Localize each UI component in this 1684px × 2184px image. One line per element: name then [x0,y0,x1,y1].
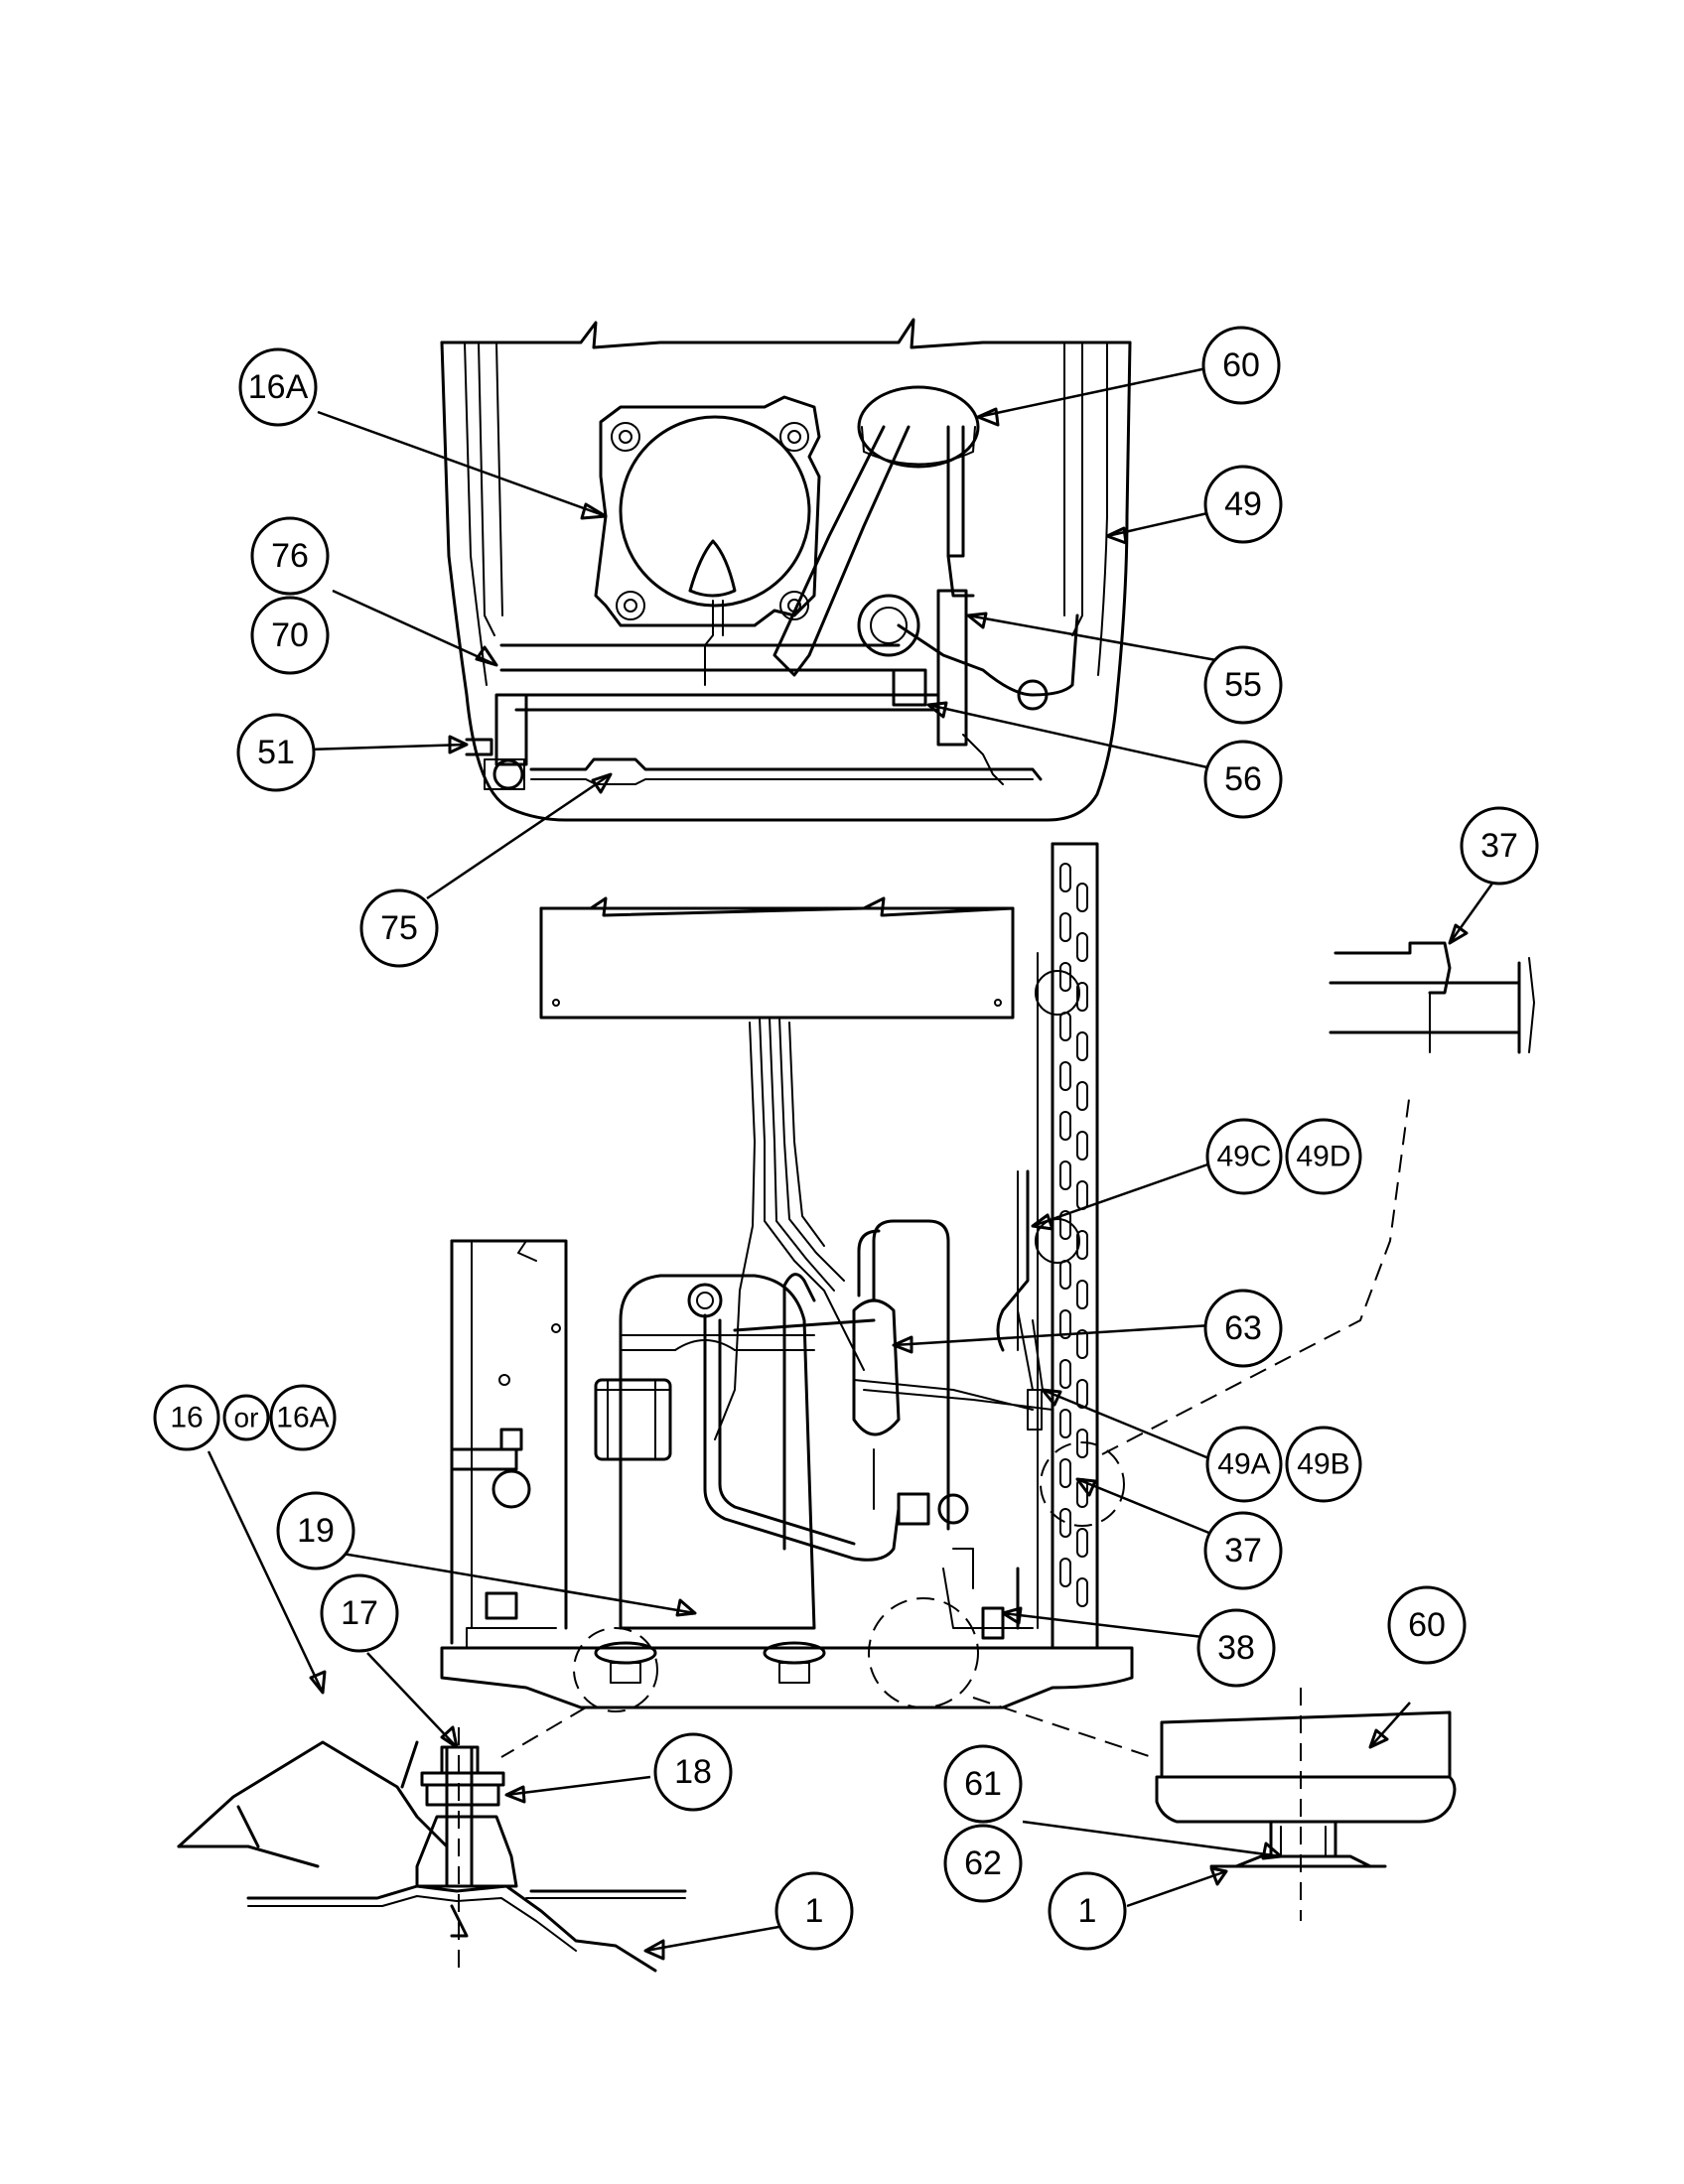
callout-18: 18 [653,1732,733,1812]
svg-text:62: 62 [964,1844,1002,1882]
svg-text:60: 60 [1222,346,1260,384]
callout-or: or [222,1394,270,1441]
svg-text:19: 19 [297,1512,335,1550]
callout-16A-bottom: 16A [269,1384,337,1451]
callout-62: 62 [943,1824,1023,1903]
svg-text:18: 18 [674,1753,712,1791]
detail-circles [500,1091,1411,1758]
callout-1-right: 1 [1048,1871,1127,1951]
svg-text:or: or [234,1403,259,1433]
detail-mount-right-drawing [1126,1688,1457,1921]
svg-text:76: 76 [271,537,309,575]
callout-49B: 49B [1285,1426,1362,1503]
svg-text:55: 55 [1224,666,1262,704]
svg-text:51: 51 [257,734,295,771]
svg-text:70: 70 [271,616,309,654]
callout-49A: 49A [1205,1426,1283,1503]
callout-16: 16 [153,1384,220,1451]
svg-text:37: 37 [1480,827,1518,865]
svg-text:16A: 16A [276,1402,329,1434]
callout-37-top: 37 [1460,806,1539,886]
callout-56: 56 [1203,740,1283,819]
svg-text:49D: 49D [1296,1141,1350,1173]
callout-49: 49 [1203,465,1283,544]
svg-text:17: 17 [341,1594,378,1632]
svg-text:49: 49 [1224,485,1262,523]
svg-text:49B: 49B [1297,1448,1349,1481]
main-unit-drawing [440,842,1134,1709]
callout-1-left: 1 [774,1871,854,1951]
callout-60-top: 60 [1201,326,1281,405]
callout-19: 19 [276,1491,355,1570]
svg-text:16A: 16A [248,368,309,406]
detail-37-drawing [1329,941,1535,1054]
top-view-drawing [440,318,1132,822]
callout-70: 70 [250,596,330,675]
svg-text:60: 60 [1408,1606,1446,1644]
callout-76: 76 [250,516,330,596]
callout-16A-top: 16A [238,347,318,427]
callout-61: 61 [943,1744,1023,1824]
svg-text:16: 16 [170,1402,203,1434]
svg-text:75: 75 [380,909,418,947]
callout-55: 55 [1203,645,1283,725]
callout-75: 75 [359,888,439,968]
callout-17: 17 [320,1573,399,1653]
svg-text:49C: 49C [1216,1141,1271,1173]
callout-38: 38 [1196,1608,1276,1688]
callout-63: 63 [1203,1289,1283,1368]
svg-text:56: 56 [1224,760,1262,798]
svg-text:1: 1 [1078,1892,1097,1930]
svg-text:61: 61 [964,1765,1002,1803]
callout-51: 51 [236,713,316,792]
callout-37-bottom: 37 [1203,1511,1283,1590]
callout-60-bottom: 60 [1387,1585,1467,1665]
svg-text:37: 37 [1224,1532,1262,1570]
svg-text:49A: 49A [1217,1448,1270,1481]
svg-text:63: 63 [1224,1309,1262,1347]
callout-49C: 49C [1205,1118,1283,1195]
callout-49D: 49D [1285,1118,1362,1195]
detail-mount-left-drawing [177,1727,785,1976]
svg-text:1: 1 [805,1892,824,1930]
svg-text:38: 38 [1217,1629,1255,1667]
leader-lines [207,365,1501,1860]
